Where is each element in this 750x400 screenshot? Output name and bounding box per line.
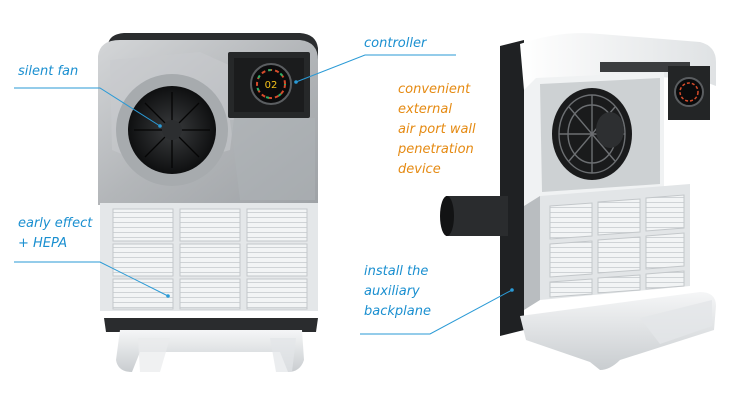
silent-fan-label: silent fan bbox=[18, 64, 79, 79]
early-effect-hepa-label: early effect + HEPA bbox=[18, 216, 93, 251]
controller-leader bbox=[295, 54, 456, 83]
silent-fan-leader bbox=[14, 87, 161, 127]
auxiliary-backplane-label: install the auxiliary backplane bbox=[364, 264, 431, 319]
left-unit: 02 bbox=[98, 33, 318, 372]
air-port-device-label: convenient external air port wall penetr… bbox=[398, 82, 476, 177]
leader-lines bbox=[14, 54, 513, 335]
controller-label: controller bbox=[364, 36, 427, 51]
right-hepa-filter bbox=[549, 194, 685, 298]
right-unit bbox=[440, 33, 716, 370]
display-readout: 02 bbox=[265, 80, 278, 91]
hepa-leader bbox=[14, 261, 169, 297]
backplane-leader bbox=[360, 289, 513, 335]
round-display-small-icon bbox=[674, 77, 704, 107]
hepa-filter bbox=[112, 208, 308, 310]
